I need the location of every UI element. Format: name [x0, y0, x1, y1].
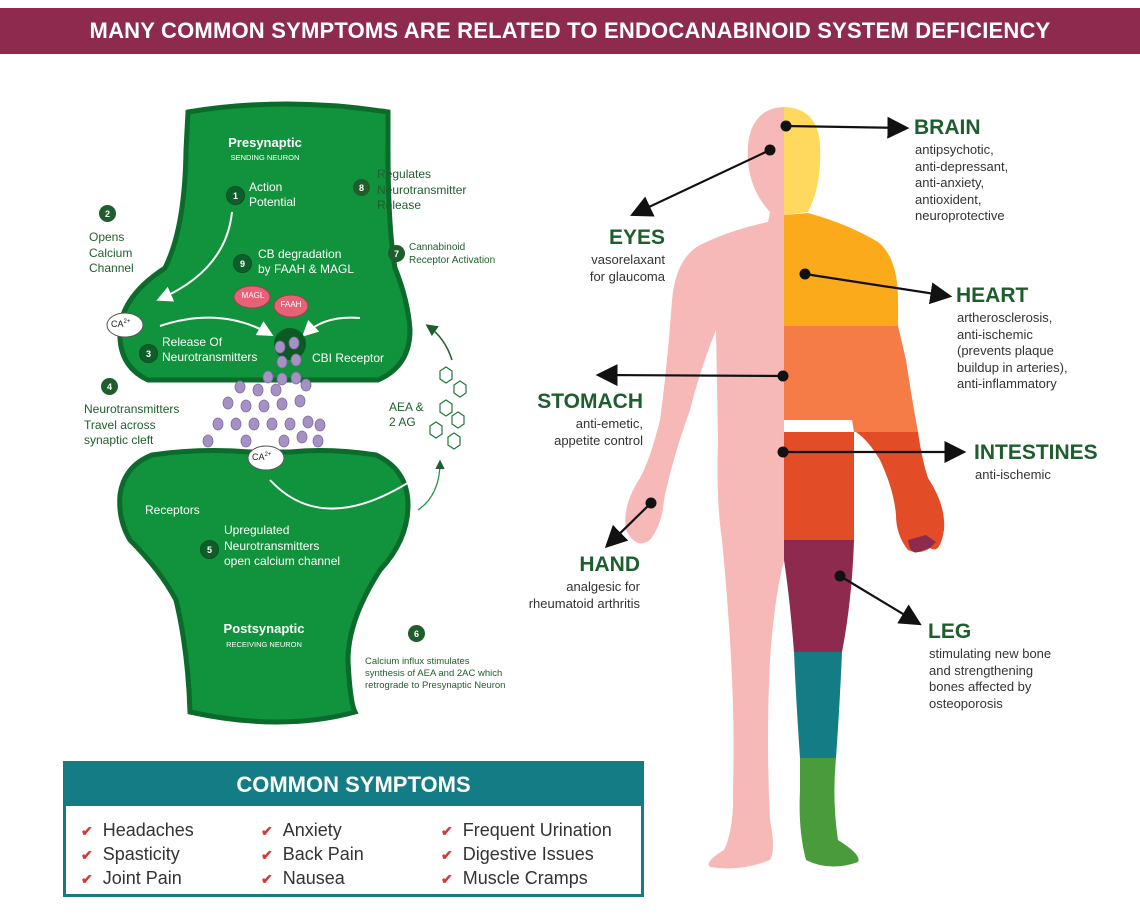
- symptom-item: ✔Headaches: [81, 820, 194, 840]
- check-icon: ✔: [261, 871, 273, 887]
- stomach-title: STOMACH: [537, 390, 643, 413]
- step-1-label: Action Potential: [249, 180, 296, 209]
- step-7-label: Cannabinoid Receptor Activation: [409, 242, 496, 266]
- banner-title: MANY COMMON SYMPTOMS ARE RELATED TO ENDO…: [89, 18, 1051, 43]
- symptom-item: ✔Spasticity: [81, 844, 180, 864]
- body-left-half: [625, 107, 784, 869]
- step-5-label: Upregulated Neurotransmitters open calci…: [224, 523, 341, 568]
- symptom-item: ✔Nausea: [261, 868, 345, 888]
- faah-label: FAAH: [280, 300, 302, 309]
- step-1-badge: 1: [226, 186, 245, 205]
- shin-teal: [794, 652, 842, 758]
- step-5-badge: 5: [200, 540, 219, 559]
- calcium-ion-label-top: CA2+: [111, 319, 131, 329]
- presynaptic-title: Presynaptic: [228, 135, 302, 150]
- stomach-description: anti-emetic, appetite control: [554, 416, 643, 448]
- symptoms-column-3: ✔Frequent Urination ✔Digestive Issues ✔M…: [441, 818, 612, 890]
- brain-title: BRAIN: [914, 116, 981, 139]
- cb1-receptor-label: CBI Receptor: [312, 351, 385, 365]
- symptom-item: ✔Frequent Urination: [441, 820, 612, 840]
- step-7-badge: 7: [388, 245, 405, 262]
- thigh-purple: [784, 540, 854, 652]
- step-4-badge: 4: [101, 378, 118, 395]
- heart-title: HEART: [956, 284, 1029, 307]
- step-8-badge: 8: [353, 179, 370, 196]
- step-3-badge: 3: [139, 344, 158, 363]
- postsynaptic-title: Postsynaptic: [223, 621, 305, 636]
- intestines-description: anti-ischemic: [975, 467, 1051, 482]
- receptors-label: Receptors: [145, 503, 200, 517]
- heart-description: artherosclerosis, anti-ischemic (prevent…: [957, 310, 1068, 391]
- presynaptic-neuron: [117, 101, 413, 383]
- check-icon: ✔: [81, 871, 93, 887]
- intestines-title: INTESTINES: [974, 441, 1098, 464]
- check-icon: ✔: [441, 871, 453, 887]
- step-9-badge: 9: [233, 254, 252, 273]
- symptoms-header: COMMON SYMPTOMS: [66, 764, 641, 806]
- aea-2ag-label: AEA & 2 AG: [389, 400, 424, 429]
- foot-green: [799, 758, 859, 867]
- common-symptoms-panel: COMMON SYMPTOMS ✔Headaches ✔Spasticity ✔…: [63, 761, 644, 897]
- action-potential-arrow: [156, 211, 233, 302]
- hand-title: HAND: [579, 553, 640, 576]
- callout-dots: [645, 120, 846, 582]
- release-arrow: [159, 316, 274, 336]
- symptom-item: ✔Muscle Cramps: [441, 868, 588, 888]
- eyes-title: EYES: [608, 226, 665, 249]
- hand-description: analgesic for rheumatoid arthritis: [528, 579, 640, 611]
- magl-label: MAGL: [241, 291, 265, 300]
- step-3-label: Release Of Neurotransmitters: [162, 335, 258, 364]
- presynaptic-subtitle: SENDING NEURON: [230, 153, 300, 162]
- forearm-red: [854, 432, 945, 553]
- check-icon: ✔: [261, 823, 273, 839]
- symptom-item: ✔Back Pain: [261, 844, 364, 864]
- check-icon: ✔: [81, 847, 93, 863]
- step-2-label: Opens Calcium Channel: [89, 230, 134, 275]
- brain-description: antipsychotic, anti-depressant, anti-anx…: [915, 142, 1009, 223]
- leg-title: LEG: [928, 620, 972, 643]
- calcium-ion-top: [106, 312, 144, 338]
- retrograde-arrow: [425, 324, 453, 361]
- abdomen-orange: [784, 326, 918, 432]
- check-icon: ✔: [261, 847, 273, 863]
- leg-description: stimulating new bone and strengthening b…: [929, 646, 1052, 711]
- step-4-label: Neurotransmitters Travel across synaptic…: [84, 402, 180, 447]
- retrograde-arrow-lower: [417, 459, 445, 511]
- callout-lines: [595, 116, 967, 626]
- neurotransmitter-vesicles: [202, 336, 326, 448]
- calcium-ion-label-bottom: CA2+: [252, 452, 272, 462]
- symptom-item: ✔Digestive Issues: [441, 844, 594, 864]
- header-banner: MANY COMMON SYMPTOMS ARE RELATED TO ENDO…: [0, 8, 1140, 54]
- symptoms-column-1: ✔Headaches ✔Spasticity ✔Joint Pain: [81, 818, 194, 890]
- faah-enzyme: [273, 294, 309, 318]
- symptom-item: ✔Joint Pain: [81, 868, 182, 888]
- intestines-red: [784, 432, 854, 540]
- step-9-label: CB degradation by FAAH & MAGL: [258, 247, 355, 276]
- magl-enzyme: [233, 285, 271, 309]
- chest-orange: [784, 213, 898, 326]
- calcium-ion-bottom: [247, 445, 285, 471]
- check-icon: ✔: [441, 823, 453, 839]
- check-icon: ✔: [81, 823, 93, 839]
- symptoms-title: COMMON SYMPTOMS: [236, 772, 471, 797]
- step-2-badge: 2: [99, 205, 116, 222]
- step-6-label: Calcium influx stimulates synthesis of A…: [365, 656, 506, 691]
- postsynaptic-subtitle: RECEIVING NEURON: [226, 640, 302, 649]
- step-8-label: Regulates Neurotransmitter Release: [377, 167, 467, 212]
- step-6-badge: 6: [408, 625, 425, 642]
- hand-tips: [908, 535, 936, 553]
- endocannabinoid-hexagons: [429, 366, 467, 450]
- head-yellow: [784, 107, 821, 215]
- human-body: [625, 107, 945, 869]
- cb-arrow: [302, 316, 361, 337]
- postsynaptic-neuron: [117, 448, 411, 725]
- check-icon: ✔: [441, 847, 453, 863]
- symptom-item: ✔Anxiety: [261, 820, 342, 840]
- calcium-flow-arrow: [269, 459, 442, 510]
- symptoms-column-2: ✔Anxiety ✔Back Pain ✔Nausea: [261, 818, 364, 890]
- eyes-description: vasorelaxant for glaucoma: [589, 252, 665, 284]
